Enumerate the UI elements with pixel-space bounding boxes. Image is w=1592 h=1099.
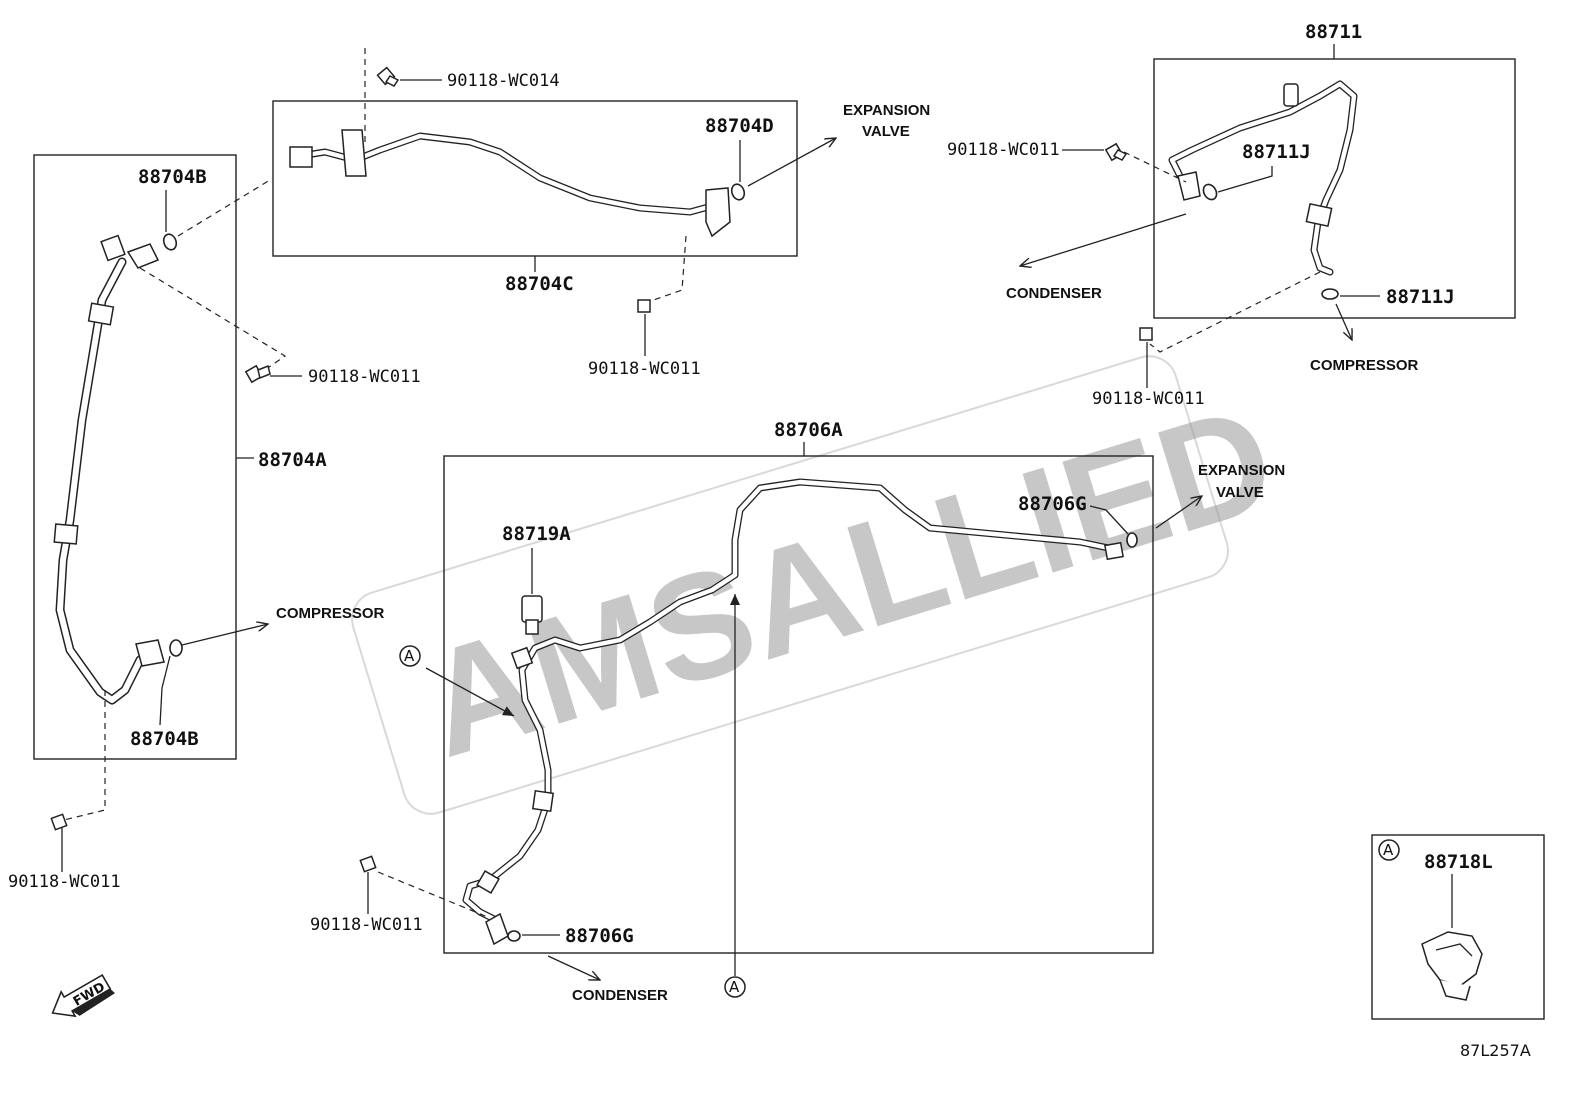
o-ring-88711j-top	[1202, 183, 1218, 201]
svg-text:A: A	[404, 647, 415, 665]
label-88704b-bottom: 88704B	[130, 728, 199, 750]
pressure-switch-88719a	[521, 595, 543, 635]
frame-88704a	[33, 154, 237, 760]
o-ring-88704b-bottom	[169, 639, 183, 657]
clamp-88718l	[1421, 931, 1483, 1001]
label-bolt-wc011-e: 90118-WC011	[1092, 389, 1205, 409]
o-ring-88711j-bottom	[1321, 288, 1339, 300]
label-88706g-bottom: 88706G	[565, 925, 634, 947]
bolt-icon	[1139, 327, 1153, 341]
pipe-88704c	[289, 129, 731, 238]
label-bolt-wc011-b: 90118-WC011	[8, 872, 121, 892]
o-ring-88704b-top	[162, 233, 178, 251]
frame-88706a	[443, 455, 1154, 954]
callout-a-detail	[1378, 839, 1400, 861]
label-88704d: 88704D	[705, 115, 774, 137]
label-bolt-wc011-c: 90118-WC011	[588, 359, 701, 379]
o-ring-88706g-bottom	[507, 930, 521, 942]
bolt-icon	[1104, 142, 1128, 162]
bolt-icon	[50, 813, 68, 831]
label-bolt-wc011-a: 90118-WC011	[308, 367, 421, 387]
label-bolt-wc011-d: 90118-WC011	[947, 140, 1060, 160]
bolt-icon	[637, 299, 651, 313]
label-bolt-wc011-f: 90118-WC011	[310, 915, 423, 935]
bolt-icon	[359, 855, 377, 873]
callout-a-1	[399, 645, 421, 667]
dest-condenser-2: CONDENSER	[572, 987, 668, 1004]
pipe-88711	[1168, 80, 1358, 276]
bolt-icon	[244, 364, 271, 384]
pipe-88706a	[462, 478, 1124, 946]
bolt-icon	[376, 66, 400, 87]
label-88706a: 88706A	[774, 419, 843, 441]
label-88706g-top: 88706G	[1018, 493, 1087, 515]
dest-condenser-1: CONDENSER	[1006, 285, 1102, 302]
dest-expansion-valve-1-line1: EXPANSION	[843, 102, 930, 119]
o-ring-88704d	[730, 183, 746, 201]
dest-expansion-valve-2-line1: EXPANSION	[1198, 462, 1285, 479]
frame-detail-a	[1371, 834, 1545, 1020]
label-bolt-wc014: 90118-WC014	[447, 71, 560, 91]
dest-compressor-2: COMPRESSOR	[1310, 357, 1419, 374]
callout-a-2	[724, 976, 746, 998]
o-ring-88706g-top	[1126, 532, 1138, 548]
label-88719a: 88719A	[502, 523, 571, 545]
dest-expansion-valve-1-line2: VALVE	[862, 123, 910, 140]
dest-compressor-1: COMPRESSOR	[276, 605, 385, 622]
fwd-arrow-icon: FWD	[51, 973, 115, 1018]
pipe-88704a	[53, 234, 165, 705]
dest-expansion-valve-2-line2: VALVE	[1216, 484, 1264, 501]
label-88711: 88711	[1305, 21, 1362, 43]
label-88704c: 88704C	[505, 273, 574, 295]
label-88718l: 88718L	[1424, 851, 1493, 873]
label-88711j-bottom: 88711J	[1386, 286, 1455, 308]
figure-code: 87L257A	[1460, 1041, 1531, 1060]
svg-text:A: A	[729, 978, 740, 996]
label-88704b-top: 88704B	[138, 166, 207, 188]
svg-text:A: A	[1383, 841, 1394, 859]
label-88704a: 88704A	[258, 449, 327, 471]
label-88711j-top: 88711J	[1242, 141, 1311, 163]
